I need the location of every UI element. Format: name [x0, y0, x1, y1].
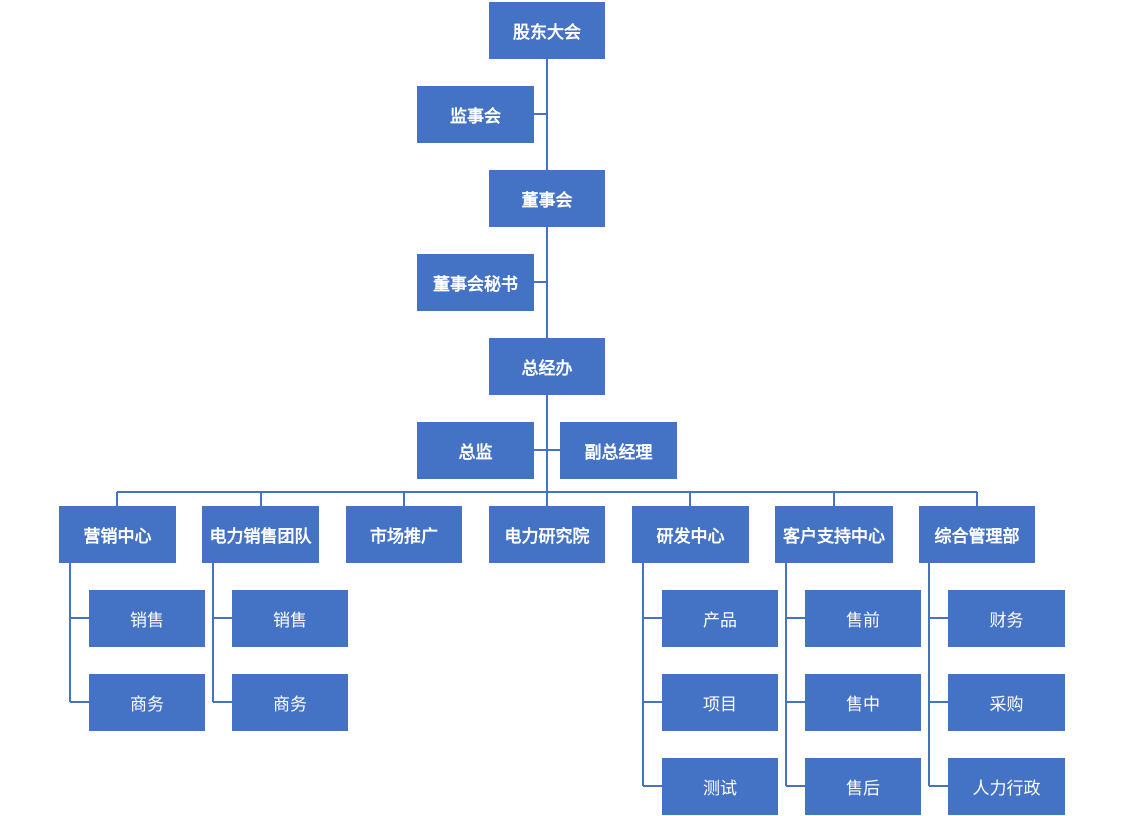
sub-finance-box: 财务 — [948, 590, 1065, 647]
sub-bracket — [928, 562, 948, 787]
sub-aftersales-box: 售后 — [805, 758, 921, 815]
dept-general-management: 综合管理部 — [919, 506, 1035, 563]
dept-marketing-center: 营销中心 — [59, 506, 176, 563]
sub-sales-box: 销售 — [89, 590, 205, 647]
sub-business-box: 商务 — [89, 674, 205, 731]
sub-presales-box: 售前 — [805, 590, 921, 647]
sub-bracket — [642, 562, 662, 787]
sub-testing-box: 测试 — [662, 758, 778, 815]
gm-office-box: 总经办 — [489, 338, 605, 395]
sub-bracket — [785, 562, 805, 787]
sub-bracket — [212, 562, 232, 703]
sub-insales-box: 售中 — [805, 674, 921, 731]
deputy-gm-box: 副总经理 — [560, 422, 677, 479]
dept-customer-support-center: 客户支持中心 — [775, 506, 893, 563]
sub-product-box: 产品 — [662, 590, 778, 647]
shareholders-box: 股东大会 — [489, 2, 605, 59]
supervisors-box: 监事会 — [417, 86, 534, 143]
board-secretary-box: 董事会秘书 — [417, 254, 534, 311]
dept-rnd-center: 研发中心 — [632, 506, 749, 563]
sub-hr-admin-box: 人力行政 — [948, 758, 1065, 815]
sub-business-box: 商务 — [232, 674, 348, 731]
dept-power-sales-team: 电力销售团队 — [202, 506, 319, 563]
sub-procurement-box: 采购 — [948, 674, 1065, 731]
sub-project-box: 项目 — [662, 674, 778, 731]
board-box: 董事会 — [489, 170, 605, 227]
dept-market-promotion: 市场推广 — [346, 506, 462, 563]
director-box: 总监 — [417, 422, 534, 479]
dept-power-research-institute: 电力研究院 — [489, 506, 605, 563]
sub-bracket — [69, 562, 89, 703]
sub-sales-box: 销售 — [232, 590, 348, 647]
